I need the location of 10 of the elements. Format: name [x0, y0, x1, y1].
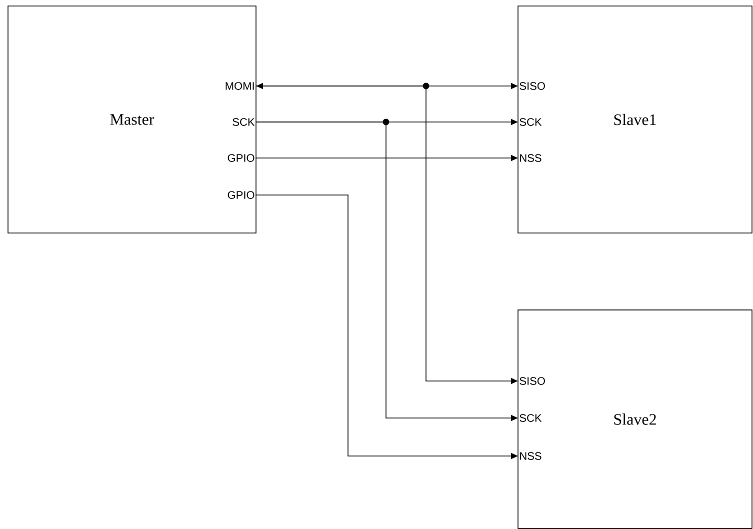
pin-label: MOMI [226, 82, 254, 90]
pin-label: SISO [520, 82, 545, 90]
pin-label: SCK [232, 118, 255, 126]
pin-label: SISO [520, 377, 545, 385]
pin-label: SCK [520, 118, 542, 126]
pin-label: NSS [520, 154, 542, 162]
pin-label: NSS [520, 452, 542, 460]
pin-label: GPIO [228, 191, 254, 199]
pin-label: SCK [520, 414, 542, 422]
pin-label: GPIO [228, 154, 254, 162]
